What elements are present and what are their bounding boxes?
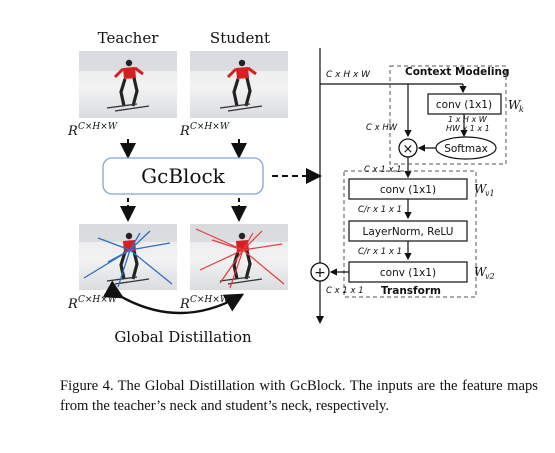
svg-text:W: W xyxy=(508,98,522,112)
gcblock-box xyxy=(102,157,264,195)
dims-1xhxw: 1 x H x W xyxy=(448,115,488,124)
svg-text:C×H×W: C×H×W xyxy=(78,122,118,132)
context-modeling-region xyxy=(389,65,507,165)
svg-text:R: R xyxy=(67,124,78,139)
add-node xyxy=(310,262,330,282)
transform-title: Transform xyxy=(381,285,441,297)
gcblock-detail-diagram: C x H x W Context Modeling conv (1x1) W … xyxy=(310,48,524,324)
dims-hwx1x1: HW x 1 x 1 xyxy=(446,124,490,133)
multiply-symbol: × xyxy=(403,142,414,157)
conv-wv1-label: conv (1x1) xyxy=(380,184,436,196)
conv-wk-label: conv (1x1) xyxy=(436,99,492,111)
add-symbol: + xyxy=(314,265,326,281)
teacher-label: Teacher xyxy=(98,29,160,47)
dims-cx1x1-top: C x 1 x 1 xyxy=(364,165,402,175)
svg-text:W: W xyxy=(474,265,488,279)
input-dims-label: C x H x W xyxy=(326,70,371,80)
svg-text:k: k xyxy=(519,105,524,114)
svg-text:C×H×W: C×H×W xyxy=(78,295,118,305)
student-label: Student xyxy=(210,29,270,47)
dims-crx1x1-b: C/r x 1 x 1 xyxy=(358,247,402,257)
softmax-label: Softmax xyxy=(444,143,488,155)
svg-text:R: R xyxy=(179,297,190,312)
teacher-output-tensor-label: R C×H×W xyxy=(67,295,118,312)
dims-crx1x1-a: C/r x 1 x 1 xyxy=(358,205,402,215)
gcblock-label: GcBlock xyxy=(141,164,226,188)
svg-text:R: R xyxy=(179,124,190,139)
teacher-input-tensor-label: R C×H×W xyxy=(67,122,118,139)
svg-text:v2: v2 xyxy=(485,272,495,281)
layernorm-relu-label: LayerNorm, ReLU xyxy=(363,226,454,238)
context-modeling-title: Context Modeling xyxy=(405,66,509,78)
student-skier xyxy=(219,59,263,112)
teacher-input-image xyxy=(79,51,177,118)
main-trunk-arrowhead xyxy=(316,316,324,324)
student-input-tensor-label: R C×H×W xyxy=(179,122,230,139)
svg-text:W: W xyxy=(474,182,488,196)
conv-wv2-label: conv (1x1) xyxy=(380,267,436,279)
wv2-label: W v2 xyxy=(474,265,495,281)
student-output-image xyxy=(190,224,288,290)
caption-prefix: Figure 4. xyxy=(60,378,114,394)
svg-text:R: R xyxy=(67,297,78,312)
svg-text:C×H×W: C×H×W xyxy=(190,122,230,132)
caption-text: The Global Distillation with GcBlock. Th… xyxy=(60,378,538,414)
figure-caption: Figure 4.The Global Distillation with Gc… xyxy=(60,376,538,416)
wv1-label: W v1 xyxy=(474,182,495,198)
teacher-skier xyxy=(106,59,150,112)
student-relation-lines xyxy=(195,228,285,289)
svg-text:v1: v1 xyxy=(485,189,495,198)
student-input-image xyxy=(190,51,288,118)
global-distillation-arrow xyxy=(102,280,245,315)
transform-region xyxy=(343,170,477,298)
dims-cx1x1-bottom: C x 1 x 1 xyxy=(326,286,364,296)
global-distillation-label: Global Distillation xyxy=(114,328,252,346)
dims-cxhw: C x HW xyxy=(366,123,398,133)
teacher-output-image xyxy=(79,224,177,290)
wk-label: W k xyxy=(508,98,524,114)
